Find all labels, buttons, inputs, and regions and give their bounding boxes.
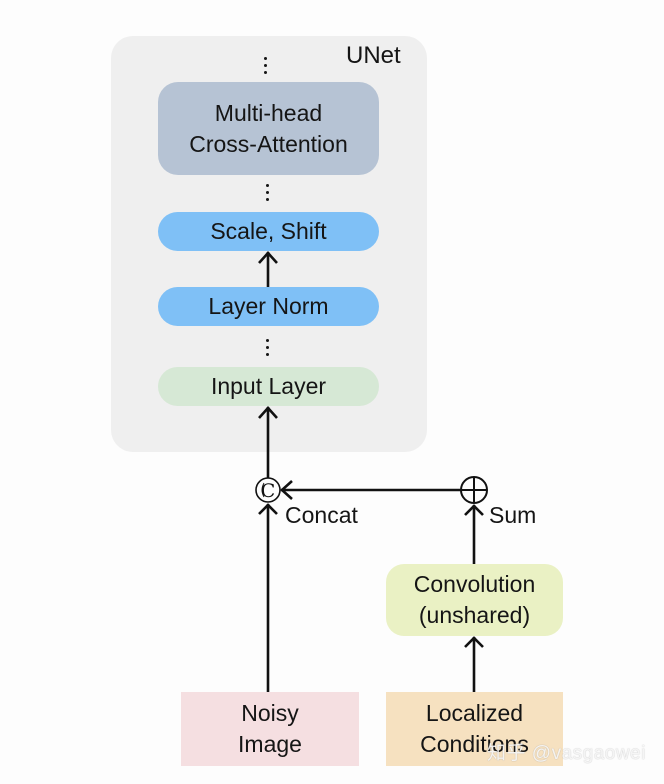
circled-plus-icon (460, 476, 488, 504)
cross-attention-line1: Multi-head (214, 99, 323, 126)
input-layer-block: Input Layer (158, 367, 379, 406)
cross-attention-line2: Cross-Attention (189, 130, 348, 157)
watermark: 知乎 @vasgaowei (487, 743, 646, 764)
noisy-image-line1: Noisy (241, 700, 299, 726)
localized-conditions-line1: Localized (425, 700, 524, 726)
scale-shift-label: Scale, Shift (210, 218, 327, 244)
cross-attention-block: Multi-head Cross-Attention (158, 82, 379, 175)
sum-label: Sum (489, 502, 537, 528)
convolution-line1: Convolution (413, 571, 536, 597)
scale-shift-block: Scale, Shift (158, 212, 379, 251)
convolution-line2: (unshared) (418, 602, 531, 628)
unet-title: UNet (346, 42, 401, 69)
localized-conditions-block: Localized Conditions (386, 692, 563, 766)
arrowhead-concat-bottom (258, 503, 278, 515)
arrowhead-concat (280, 480, 293, 500)
convolution-block: Convolution (unshared) (386, 564, 563, 636)
arrowhead-conv (464, 636, 484, 648)
noisy-image-line2: Image (238, 731, 302, 757)
layer-norm-label: Layer Norm (208, 293, 329, 319)
concat-circle-c-icon: C (255, 477, 281, 503)
localized-conditions-line2: Conditions (420, 731, 529, 757)
concat-label: Concat (285, 502, 358, 528)
ellipsis-after-attention (266, 184, 270, 205)
svg-text:C: C (261, 480, 276, 502)
ellipsis-after-input (266, 339, 270, 360)
noisy-image-block: Noisy Image (181, 692, 359, 766)
layer-norm-block: Layer Norm (158, 287, 379, 326)
arrowhead-sum (464, 504, 484, 516)
ellipsis-top (264, 57, 268, 78)
input-layer-label: Input Layer (210, 373, 327, 399)
